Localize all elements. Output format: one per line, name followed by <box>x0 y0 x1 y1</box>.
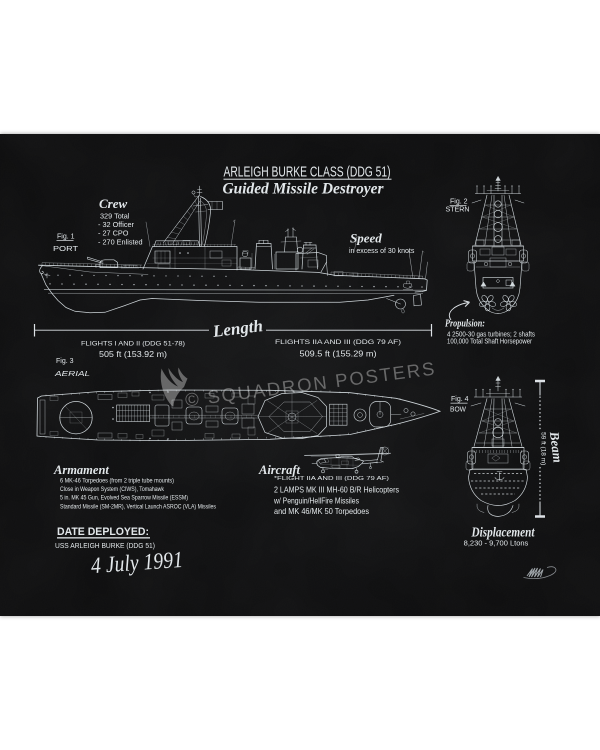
svg-text:Displacement: Displacement <box>471 525 536 540</box>
svg-text:329 Total: 329 Total <box>100 212 130 221</box>
svg-text:Guided Missile Destroyer: Guided Missile Destroyer <box>223 181 385 198</box>
svg-text:Beam: Beam <box>547 430 566 464</box>
svg-text:Speed: Speed <box>350 231 382 246</box>
svg-text:- 32 Officer: - 32 Officer <box>98 220 135 229</box>
svg-text:Fig. 3: Fig. 3 <box>56 358 74 365</box>
svg-text:6 MK-46 Torpedoes (from 2 trip: 6 MK-46 Torpedoes (from 2 triple tube mo… <box>60 478 174 485</box>
svg-text:*FLIGHT IIA AND III (DDG 79 AF: *FLIGHT IIA AND III (DDG 79 AF) <box>274 476 389 482</box>
svg-text:Fig. 4: Fig. 4 <box>451 396 469 403</box>
svg-text:509.5 ft (155.29 m): 509.5 ft (155.29 m) <box>300 350 377 359</box>
svg-text:FLIGHTS I AND II (DDG 51-78): FLIGHTS I AND II (DDG 51-78) <box>81 341 185 348</box>
svg-text:ARLEIGH BURKE CLASS (DDG 51): ARLEIGH BURKE CLASS (DDG 51) <box>224 164 391 180</box>
svg-text:AERIAL: AERIAL <box>54 369 90 378</box>
svg-text:FLIGHTS IIA AND III (DDG 79 AF: FLIGHTS IIA AND III (DDG 79 AF) <box>275 339 401 346</box>
svg-text:Fig. 2: Fig. 2 <box>450 199 468 206</box>
svg-text:Close in Weapon System (CIWS),: Close in Weapon System (CIWS), Tomahawk <box>60 486 165 493</box>
svg-text:Aircraft: Aircraft <box>258 463 301 477</box>
svg-text:Propulsion:: Propulsion: <box>445 319 485 330</box>
svg-text:4 2500-30 gas turbines; 2 sha: 4 2500-30 gas turbines; 2 shafts <box>447 331 535 338</box>
svg-text:5 in. MK 45 Gun, Evolved Sea S: 5 in. MK 45 Gun, Evolved Sea Sparrow Mis… <box>60 495 188 502</box>
svg-text:USS ARLEIGH BURKE (DDG 51): USS ARLEIGH BURKE (DDG 51) <box>55 543 155 550</box>
svg-text:STERN: STERN <box>446 207 470 214</box>
svg-text:505 ft (153.92 m): 505 ft (153.92 m) <box>99 350 167 359</box>
svg-text:Fig. 1: Fig. 1 <box>57 234 75 241</box>
svg-text:in excess of 30 knots: in excess of 30 knots <box>349 248 415 255</box>
svg-text:- 27 CPO: - 27 CPO <box>98 229 129 238</box>
svg-text:w/ Penguin/HellFire Missiles: w/ Penguin/HellFire Missiles <box>273 496 359 506</box>
svg-text:Armament: Armament <box>53 463 109 477</box>
svg-text:BOW: BOW <box>450 407 466 414</box>
svg-text:100,000 Total Shaft Horsepower: 100,000 Total Shaft Horsepower <box>447 339 533 346</box>
svg-text:Standard Missile (SM-2MR), Ver: Standard Missile (SM-2MR), Vertical Laun… <box>60 503 216 510</box>
svg-text:- 270 Enlisted: - 270 Enlisted <box>98 238 143 247</box>
svg-text:Crew: Crew <box>99 196 128 211</box>
svg-text:PORT: PORT <box>53 244 78 253</box>
svg-text:2 LAMPS MK III MH-60 B/R Helic: 2 LAMPS MK III MH-60 B/R Helicopters <box>274 485 399 495</box>
svg-text:8,230 - 9,700 Ltons: 8,230 - 9,700 Ltons <box>464 539 529 548</box>
svg-text:and MK 46/MK 50 Torpedoes: and MK 46/MK 50 Torpedoes <box>274 506 369 516</box>
svg-text:59 ft (18 m): 59 ft (18 m) <box>540 432 547 465</box>
svg-text:DATE DEPLOYED:: DATE DEPLOYED: <box>57 526 149 538</box>
